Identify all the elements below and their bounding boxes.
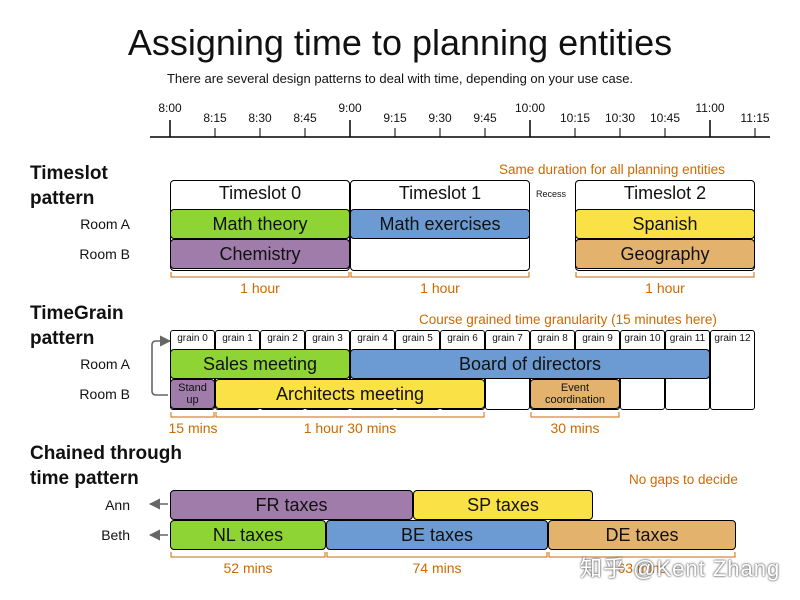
room-b-label: Room B: [79, 246, 130, 262]
timegrain-duration: 15 mins: [168, 420, 218, 436]
timeslot-duration-brackets: [170, 272, 755, 278]
timeline-major-ticks: [169, 120, 711, 137]
entity-nl-taxes: NL taxes: [170, 520, 326, 550]
timeslot-2-label: Timeslot 2: [623, 183, 707, 203]
chained-note: No gaps to decide: [629, 472, 738, 487]
tick-label: 8:30: [248, 111, 272, 125]
watermark: 知乎 @Kent Zhang: [580, 556, 781, 581]
tick-label: 10:00: [514, 101, 546, 115]
tick-label: 9:30: [428, 111, 452, 125]
entity-sales-meeting: Sales meeting: [170, 349, 350, 379]
entity-stand-up: Stand up: [170, 379, 215, 409]
timegrain-duration: 30 mins: [550, 420, 600, 436]
entity-fr-taxes: FR taxes: [170, 490, 413, 520]
chained-duration: 63 mins: [617, 560, 667, 576]
entity-geography: Geography: [575, 239, 755, 269]
recess-label: Recess: [536, 189, 567, 199]
ann-label: Ann: [105, 497, 130, 513]
room-a-label: Room A: [80, 356, 130, 372]
timegrain-note: Course grained time granularity (15 minu…: [419, 312, 717, 327]
tick-label: 11:15: [740, 111, 770, 125]
entity-be-taxes: BE taxes: [326, 520, 548, 550]
timegrain-duration-brackets: [170, 412, 620, 418]
entity-de-taxes: DE taxes: [548, 520, 736, 550]
tick-label: 8:45: [293, 111, 317, 125]
entity-event-coordination: Event coordination: [530, 379, 620, 409]
chained-heading: Chained through time pattern: [30, 443, 182, 489]
entity-math-exercises: Math exercises: [350, 209, 530, 239]
grain-12: grain 12: [710, 330, 755, 410]
chained-duration: 52 mins: [223, 560, 273, 576]
entity-spanish: Spanish: [575, 209, 755, 239]
timeline-minor-ticks: [214, 128, 756, 137]
entity-board-of-directors: Board of directors: [350, 349, 710, 379]
tick-label: 9:15: [383, 111, 407, 125]
tick-label: 8:00: [158, 101, 182, 115]
page-subtitle: There are several design patterns to dea…: [166, 71, 634, 86]
timeslot-duration: 1 hour: [240, 280, 280, 296]
tick-label: 10:15: [559, 111, 591, 125]
room-b-label: Room B: [79, 386, 130, 402]
timegrain-heading: TimeGrain pattern: [30, 303, 124, 349]
beth-label: Beth: [101, 527, 130, 543]
tick-label: 9:45: [473, 111, 497, 125]
page-title: Assigning time to planning entities: [127, 22, 673, 63]
tick-label: 9:00: [338, 101, 362, 115]
timeslot-note: Same duration for all planning entities: [499, 162, 725, 177]
room-a-label: Room A: [80, 216, 130, 232]
entity-chemistry: Chemistry: [170, 239, 350, 269]
tick-label: 11:00: [695, 101, 725, 115]
chained-duration: 74 mins: [412, 560, 462, 576]
entity-sp-taxes: SP taxes: [413, 490, 593, 520]
chained-duration-brackets: [170, 552, 736, 558]
timeslot-heading: Timeslot pattern: [30, 163, 108, 209]
timeslot-0-label: Timeslot 0: [218, 183, 302, 203]
timeslot-duration: 1 hour: [420, 280, 460, 296]
tick-label: 10:45: [649, 111, 681, 125]
entity-math-theory: Math theory: [170, 209, 350, 239]
timegrain-duration: 1 hour 30 mins: [303, 420, 397, 436]
timeslot-duration: 1 hour: [645, 280, 685, 296]
entity-architects-meeting: Architects meeting: [215, 379, 485, 409]
tick-label: 8:15: [203, 111, 227, 125]
timeslot-1-label: Timeslot 1: [398, 183, 482, 203]
tick-label: 10:30: [604, 111, 636, 125]
